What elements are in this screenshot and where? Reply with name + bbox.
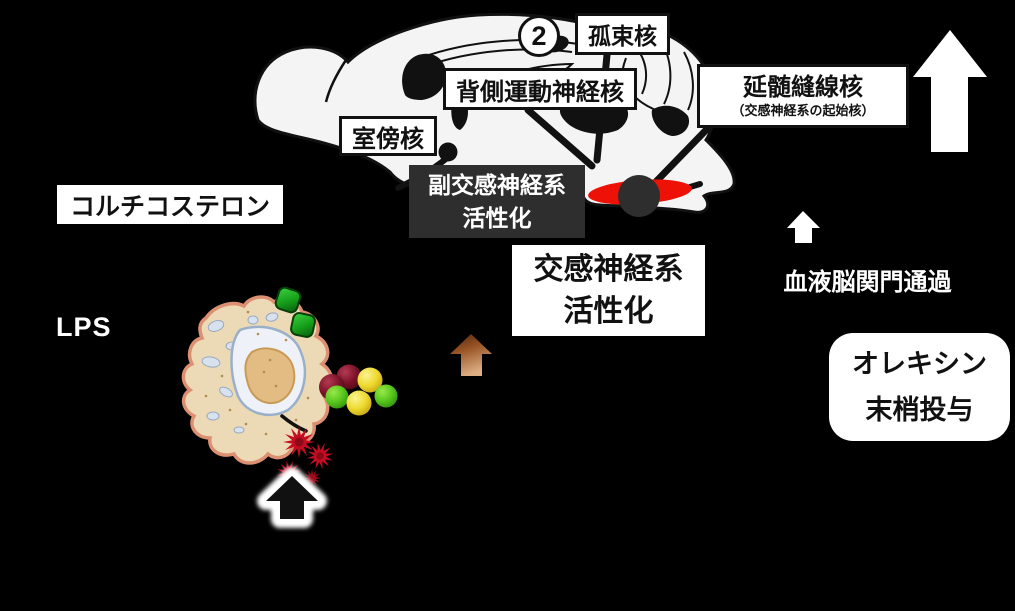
bbb-crossing-text: 血液脳関門通過 [783, 269, 952, 296]
parasympathetic-activation-box: 副交感神経系 活性化 [409, 165, 585, 238]
raphe-subtitle: （交感神経系の起始核） [731, 102, 875, 118]
raphe-label-box: 延髄縫線核 （交感神経系の起始核） [697, 64, 909, 128]
raphe-marker-dot [618, 175, 660, 217]
up-arrow-large-icon [913, 30, 987, 152]
lps-label: LPS [56, 312, 112, 343]
sympathetic-line2: 活性化 [563, 294, 654, 328]
nts-text: 孤束核 [588, 23, 657, 49]
up-arrow-small-icon [787, 211, 820, 243]
pvn-marker-dot [438, 142, 458, 162]
lps-text: LPS [56, 312, 112, 342]
corticosterone-label: コルチコステロン [57, 185, 283, 224]
cell-nucleolus [244, 347, 296, 404]
macrophage-illustration [181, 295, 334, 465]
cytokine-spheres-icon [319, 364, 398, 416]
fornix-blob [402, 53, 446, 100]
parasympathetic-line1: 副交感神経系 [428, 171, 566, 198]
orexin-line1: オレキシン [852, 349, 987, 379]
pvn-label-box: 室傍核 [339, 116, 437, 156]
bbb-crossing-label: 血液脳関門通過 [770, 262, 965, 297]
step-2-number: 2 [531, 20, 547, 51]
up-arrow-outlined-icon [257, 467, 327, 528]
up-arrow-brown-icon [450, 334, 492, 376]
corticosterone-text: コルチコステロン [69, 192, 270, 221]
orexin-administration-box: オレキシン 末梢投与 [829, 333, 1010, 441]
lps-molecule-icon [274, 286, 316, 338]
sympathetic-activation-box: 交感神経系 活性化 [512, 245, 705, 336]
dmv-label-box: 背側運動神経核 [443, 68, 637, 110]
pvn-text: 室傍核 [352, 125, 424, 153]
cerebellar-base-blob [651, 105, 690, 136]
raphe-title: 延髄縫線核 [743, 73, 863, 101]
orexin-line2: 末梢投与 [865, 395, 974, 425]
dmv-text: 背側運動神経核 [456, 78, 624, 106]
cell-tail-mark [280, 414, 308, 433]
olfactory-bulb-divider [324, 59, 348, 103]
step-2-marker: 2 [518, 15, 560, 57]
sympathetic-line1: 交感神経系 [533, 252, 684, 286]
parasympathetic-line2: 活性化 [462, 204, 532, 231]
nts-label-box: 孤束核 [575, 13, 670, 55]
